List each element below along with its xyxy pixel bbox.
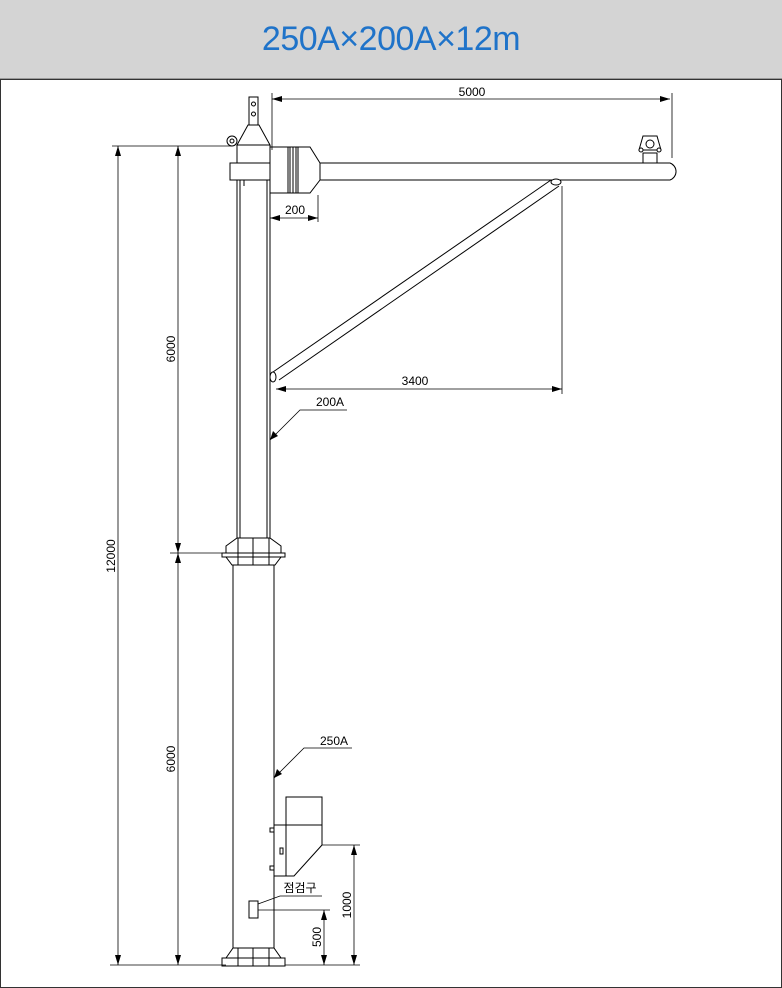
horizontal-arm	[229, 146, 677, 194]
fixture-icon	[638, 135, 662, 164]
label-inspection-hatch: 점검구	[283, 881, 316, 895]
inspection-hatch	[248, 900, 259, 919]
page-title: 250A×200A×12m	[261, 19, 521, 58]
lower-pole	[232, 565, 275, 950]
dim-lower-height: 6000	[164, 745, 178, 772]
control-box	[269, 796, 323, 877]
top-finial	[226, 96, 271, 147]
dim-box-height: 1000	[340, 891, 354, 918]
label-upper-pipe: 200A	[316, 395, 344, 409]
dim-arm-length: 5000	[459, 85, 486, 99]
dim-bracket-offset: 200	[285, 203, 305, 217]
diagonal-strut	[269, 178, 562, 383]
dim-upper-height: 6000	[164, 335, 178, 362]
upper-pole	[236, 145, 271, 545]
dim-total-height: 12000	[104, 539, 118, 573]
dim-hatch-height: 500	[310, 927, 324, 947]
dim-strut-span: 3400	[402, 374, 429, 388]
drawing-frame	[0, 79, 782, 988]
mid-flange	[221, 537, 286, 566]
label-lower-pipe: 250A	[320, 734, 348, 748]
header-bar: 250A×200A×12m	[0, 0, 782, 79]
base-plate	[221, 947, 286, 967]
